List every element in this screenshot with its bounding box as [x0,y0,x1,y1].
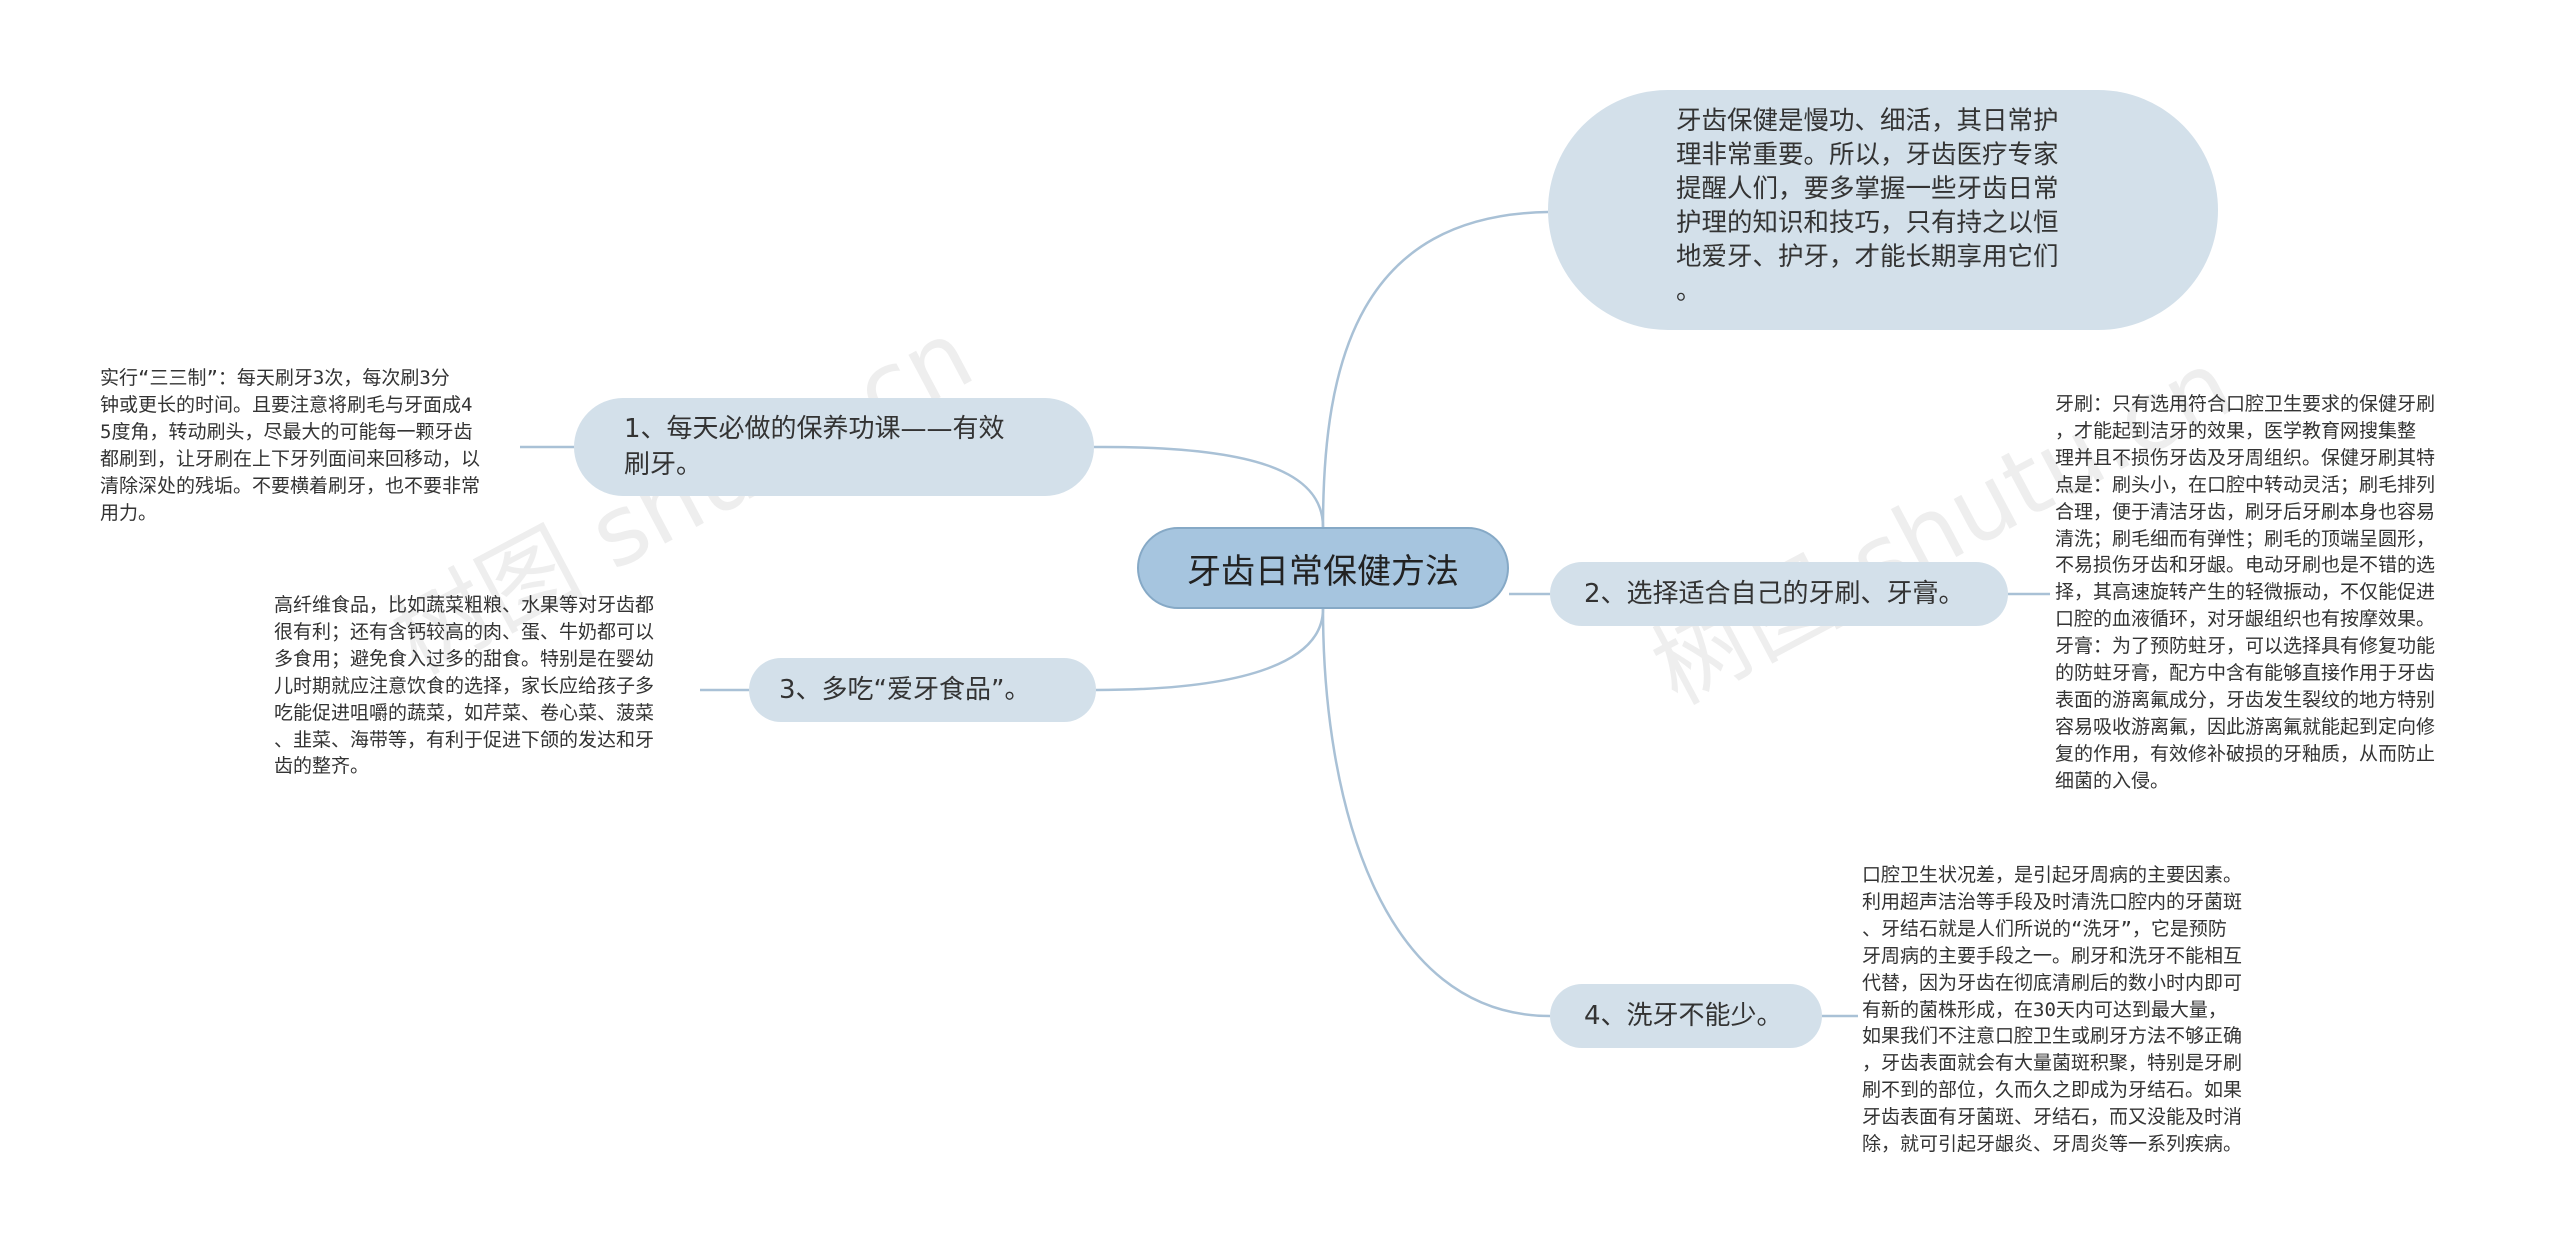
branch-label: 1、每天必做的保养功课——有效 刷牙。 [624,414,1005,480]
branch-label: 3、多吃“爱牙食品”。 [779,675,1031,705]
root-label: 牙齿日常保健方法 [1187,551,1459,592]
leaf-text-4: 口腔卫生状况差，是引起牙周病的主要因素。 利用超声洁治等手段及时清洗口腔内的牙菌… [1862,864,2243,1156]
leaf-text-1: 实行“三三制”：每天刷牙3次，每次刷3分 钟或更长的时间。且要注意将刷毛与牙面成… [100,367,481,524]
branch-label: 2、选择适合自己的牙刷、牙膏。 [1584,579,1965,609]
branch-node-1[interactable]: 1、每天必做的保养功课——有效 刷牙。 [574,398,1094,496]
intro-node[interactable]: 牙齿保健是慢功、细活，其日常护 理非常重要。所以，牙齿医疗专家 提醒人们，要多掌… [1548,90,2218,330]
root-node[interactable]: 牙齿日常保健方法 [1137,527,1509,609]
leaf-text-3: 高纤维食品，比如蔬菜粗粮、水果等对牙齿都 很有利；还有含钙较高的肉、蛋、牛奶都可… [274,594,655,778]
branch-label: 4、洗牙不能少。 [1584,1001,1783,1031]
branch-node-2[interactable]: 2、选择适合自己的牙刷、牙膏。 [1550,562,2008,626]
branch-node-3[interactable]: 3、多吃“爱牙食品”。 [749,658,1096,722]
intro-text: 牙齿保健是慢功、细活，其日常护 理非常重要。所以，牙齿医疗专家 提醒人们，要多掌… [1676,106,2059,306]
leaf-text-2: 牙刷：只有选用符合口腔卫生要求的保健牙刷 ，才能起到洁牙的效果，医学教育网搜集整… [2055,393,2436,792]
branch-node-4[interactable]: 4、洗牙不能少。 [1550,984,1822,1048]
